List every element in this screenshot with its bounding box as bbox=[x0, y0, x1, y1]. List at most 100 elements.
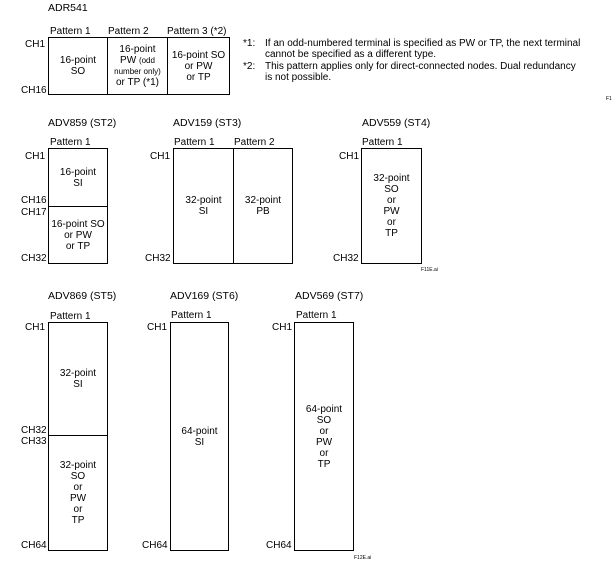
adv559-box bbox=[361, 148, 422, 264]
cell-line: 16-point SO bbox=[51, 218, 105, 230]
adr541-divider-1 bbox=[107, 37, 108, 95]
note-2-mark: *2: bbox=[243, 61, 256, 72]
adr541-pattern-1-label: Pattern 1 bbox=[50, 26, 91, 37]
cell-line: 32-point bbox=[244, 195, 282, 206]
adv159-pattern-1-label: Pattern 1 bbox=[174, 137, 215, 148]
adv559-cell: 32-point SO or PW or TP bbox=[362, 149, 421, 263]
cell-line: 16-point SO bbox=[171, 49, 226, 61]
cell-line: or TP bbox=[65, 240, 91, 252]
cell-line: or PW bbox=[184, 60, 213, 72]
cell-line: PW bbox=[69, 493, 87, 504]
adv859-ch-32: CH32 bbox=[21, 253, 47, 264]
corner-fig-label: F1 bbox=[606, 96, 612, 102]
note-1-line-2: cannot be specified as a different type. bbox=[265, 49, 437, 60]
cell-line: (odd bbox=[138, 56, 155, 65]
adv859-ch-17: CH17 bbox=[21, 207, 47, 218]
adv159-ch-32: CH32 bbox=[145, 253, 171, 264]
adr541-title: ADR541 bbox=[48, 2, 88, 14]
adv159-divider bbox=[233, 148, 234, 264]
adv569-pattern-label: Pattern 1 bbox=[296, 310, 337, 321]
cell-line: or bbox=[73, 504, 83, 515]
adv869-pattern-label: Pattern 1 bbox=[50, 311, 91, 322]
cell-line: 32-point bbox=[185, 195, 222, 206]
cell-line: TP bbox=[71, 515, 85, 526]
cell-line: or PW bbox=[64, 229, 92, 241]
cell-line: PW bbox=[315, 436, 333, 448]
adr541-cell-pattern-1: 16-point SO bbox=[49, 38, 107, 94]
cell-line: or bbox=[319, 425, 329, 437]
cell-line: SI bbox=[73, 379, 83, 390]
cell-line: SI bbox=[198, 206, 209, 217]
cell-line: 32-point bbox=[59, 460, 97, 471]
adv859-pattern-label: Pattern 1 bbox=[50, 137, 91, 148]
adr541-cell-pattern-3: 16-point SO or PW or TP bbox=[168, 38, 229, 94]
adv169-ch-64: CH64 bbox=[142, 540, 168, 551]
adv569-box bbox=[294, 322, 354, 551]
cell-line: or bbox=[319, 447, 329, 459]
adr541-pattern-3-label: Pattern 3 (*2) bbox=[167, 26, 227, 37]
adv159-cell-si: 32-point SI bbox=[174, 149, 233, 263]
adv159-ch-1: CH1 bbox=[150, 151, 171, 162]
adv869-box bbox=[48, 322, 108, 551]
adv169-pattern-label: Pattern 1 bbox=[171, 310, 212, 321]
adv559-title: ADV559 (ST4) bbox=[362, 117, 431, 129]
cell-line: 16-point bbox=[59, 55, 97, 66]
cell-line: SO bbox=[384, 184, 399, 195]
adv869-cell-so: 32-point SO or PW or TP bbox=[49, 436, 107, 550]
adv569-ch-1: CH1 bbox=[272, 322, 293, 333]
adv169-title: ADV169 (ST6) bbox=[170, 290, 239, 302]
cell-line: or TP (*1) bbox=[116, 77, 159, 88]
adv859-ch-16: CH16 bbox=[21, 195, 47, 206]
cell-line: SO bbox=[316, 414, 332, 426]
adv869-ch-64: CH64 bbox=[21, 540, 47, 551]
adv169-box bbox=[170, 322, 229, 551]
cell-line: or bbox=[387, 195, 396, 206]
adr541-ch-bottom: CH16 bbox=[21, 85, 47, 96]
cell-line: PB bbox=[256, 206, 270, 217]
adv169-ch-1: CH1 bbox=[147, 322, 168, 333]
note-2-line-1: This pattern applies only for direct-con… bbox=[265, 61, 576, 72]
note-2-line-2: is not possible. bbox=[265, 72, 332, 83]
cell-line: 32-point bbox=[59, 368, 97, 379]
adv869-title: ADV869 (ST5) bbox=[48, 290, 117, 302]
adr541-ch-top: CH1 bbox=[25, 39, 46, 50]
fig-label-2: F12E.ai bbox=[354, 555, 372, 561]
adr541-divider-2 bbox=[167, 37, 168, 95]
cell-line: or bbox=[73, 482, 83, 493]
cell-line: or bbox=[387, 217, 396, 228]
adv859-ch-1: CH1 bbox=[25, 151, 46, 162]
cell-line: 16-point bbox=[119, 44, 156, 55]
adr541-pattern-2-label: Pattern 2 bbox=[108, 26, 149, 37]
cell-line: SI bbox=[194, 436, 205, 448]
cell-line: PW bbox=[383, 206, 400, 217]
adv859-cell-si: 16-point SI bbox=[49, 149, 107, 206]
adv869-divider bbox=[48, 435, 108, 436]
adv869-ch-32: CH32 bbox=[21, 425, 47, 436]
cell-line: 64-point bbox=[181, 425, 218, 437]
adv859-title: ADV859 (ST2) bbox=[48, 117, 117, 129]
adv869-ch-1: CH1 bbox=[25, 322, 46, 333]
cell-line: SO bbox=[70, 66, 86, 77]
cell-line: 64-point bbox=[305, 403, 343, 415]
adv559-ch-1: CH1 bbox=[339, 151, 360, 162]
adv159-cell-pb: 32-point PB bbox=[234, 149, 292, 263]
adv169-cell: 64-point SI bbox=[171, 323, 228, 550]
note-1-line-1: If an odd-numbered terminal is specified… bbox=[265, 38, 581, 49]
cell-line: TP bbox=[317, 458, 331, 470]
cell-line: PW bbox=[120, 55, 137, 66]
adv569-cell: 64-point SO or PW or TP bbox=[295, 323, 353, 550]
adv559-ch-32: CH32 bbox=[333, 253, 359, 264]
adv569-title: ADV569 (ST7) bbox=[295, 290, 364, 302]
adv859-divider bbox=[48, 206, 108, 207]
adv559-pattern-label: Pattern 1 bbox=[362, 137, 403, 148]
adv869-ch-33: CH33 bbox=[21, 436, 47, 447]
note-1-mark: *1: bbox=[243, 38, 256, 49]
adr541-box bbox=[48, 37, 230, 95]
adr541-cell-pattern-2: 16-point PW (odd number only) or TP (*1) bbox=[108, 38, 167, 94]
cell-line: SO bbox=[70, 471, 86, 482]
adv159-title: ADV159 (ST3) bbox=[173, 117, 242, 129]
cell-line: number only) bbox=[114, 67, 161, 76]
fig-label-1: F11E.ai bbox=[421, 267, 438, 273]
adv869-cell-si: 32-point SI bbox=[49, 323, 107, 435]
adv859-cell-so: 16-point SO or PW or TP bbox=[49, 207, 107, 263]
